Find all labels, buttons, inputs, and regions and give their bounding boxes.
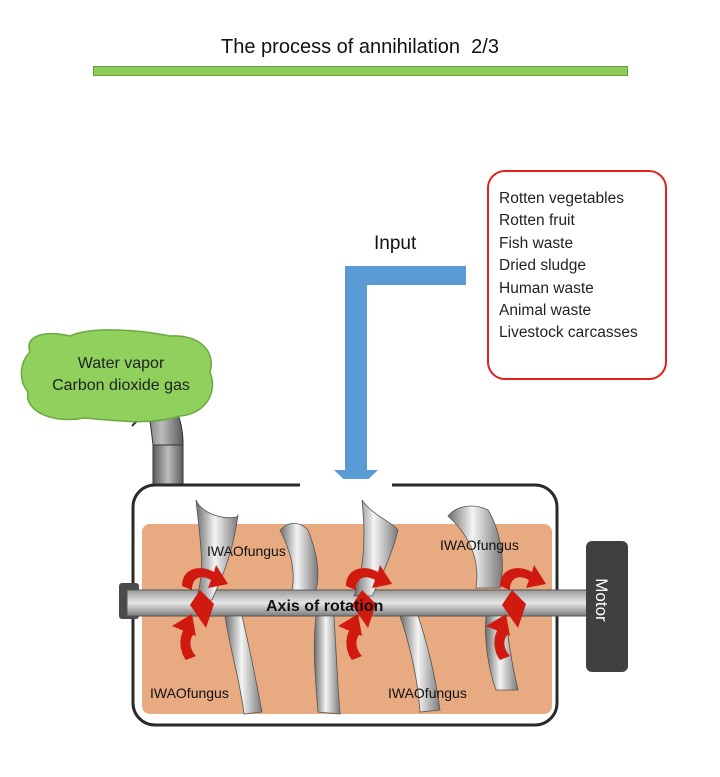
page-title: The process of annihilation 2/3: [221, 36, 499, 58]
motor-label: Motor: [592, 578, 611, 622]
fungus-label: IWAOfungus: [207, 543, 286, 559]
motor: [586, 541, 628, 672]
waste-item: Human waste: [499, 279, 594, 297]
axis-of-rotation-label: Axis of rotation: [266, 598, 384, 615]
gas-output-label: Water vapor Carbon dioxide gas: [26, 353, 216, 397]
gas-cloud: [20, 329, 214, 423]
waste-input-list: Rotten vegetables Rotten fruit Fish wast…: [487, 170, 667, 380]
waste-item: Dried sludge: [499, 257, 587, 275]
fungus-label: IWAOfungus: [440, 537, 519, 553]
waste-item: Fish waste: [499, 234, 574, 252]
input-arrow: [334, 266, 466, 491]
waste-item: Rotten fruit: [499, 212, 575, 230]
waste-item: Rotten vegetables: [499, 190, 624, 207]
fungus-label: IWAOfungus: [150, 685, 229, 701]
gas-output-line: Carbon dioxide gas: [52, 377, 190, 394]
rotation-arrows: [172, 565, 546, 660]
title-underline-bar: [93, 66, 628, 76]
input-label: Input: [374, 233, 417, 254]
waste-item: Livestock carcasses: [499, 324, 638, 342]
waste-item: Animal waste: [499, 302, 592, 320]
gas-output-line: Water vapor: [77, 355, 165, 372]
fungus-label: IWAOfungus: [388, 685, 467, 701]
